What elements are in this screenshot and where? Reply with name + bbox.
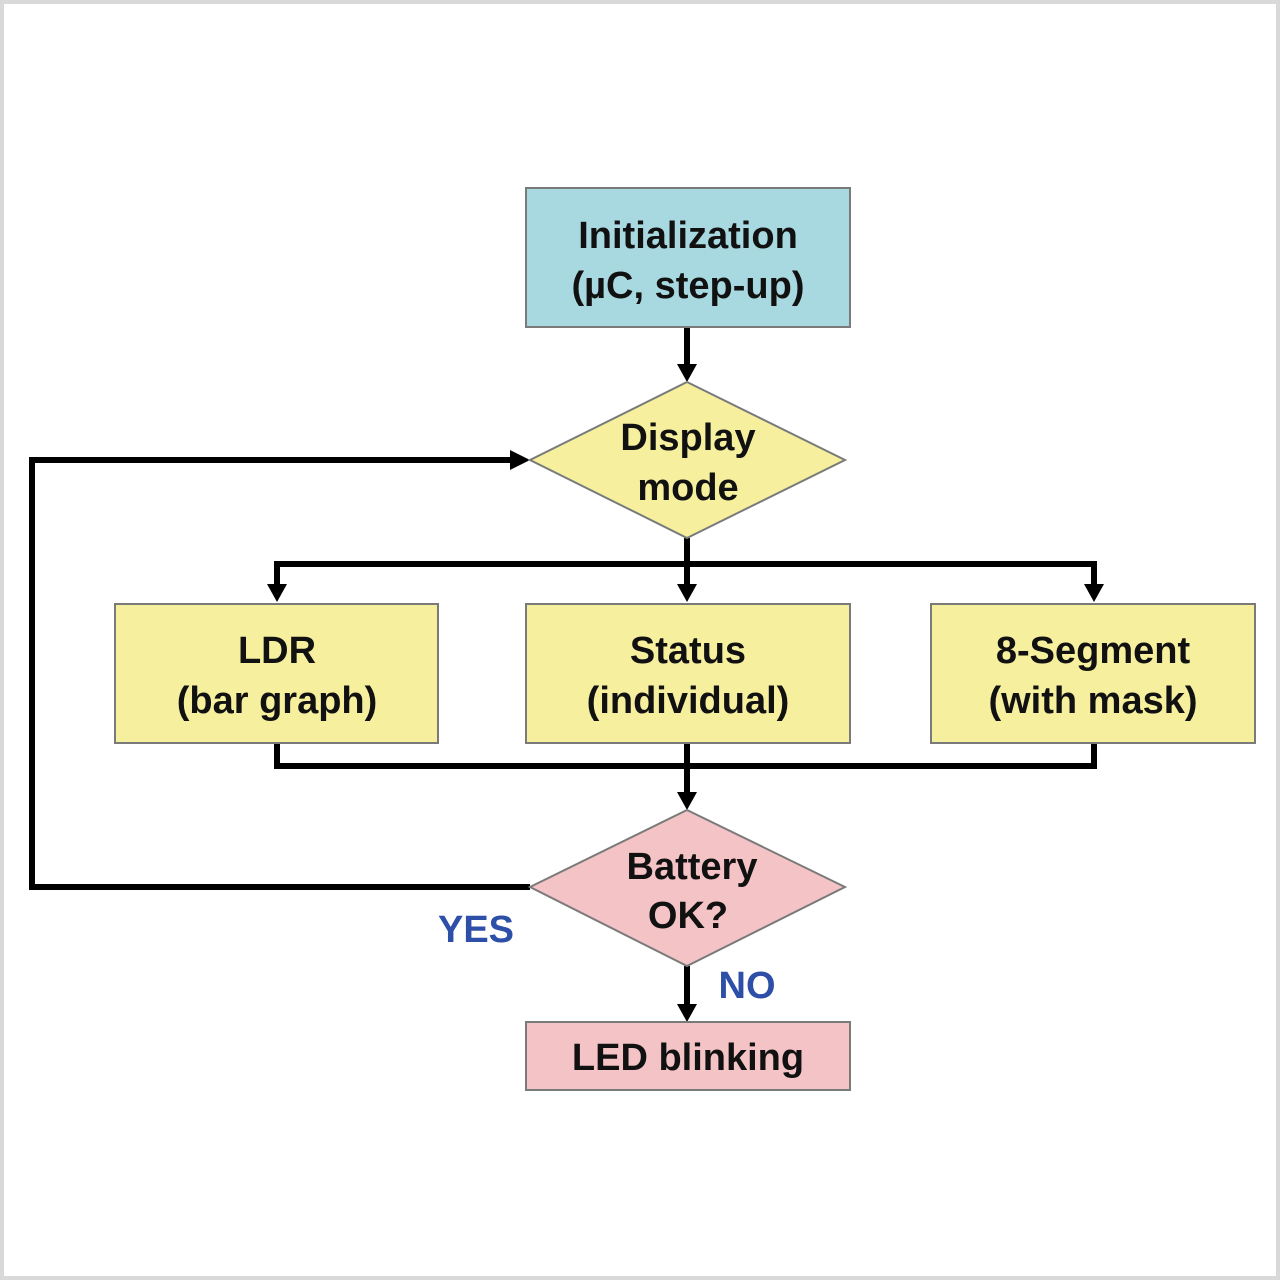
segment-subtitle: (with mask) [988, 680, 1197, 722]
display-mode-line1: Display [620, 417, 755, 459]
yes-label: YES [438, 909, 514, 951]
edge-display-mode-branches [267, 538, 1104, 602]
battery-node: Battery OK? [527, 808, 848, 968]
status-node: Status (individual) [525, 603, 851, 744]
edge-battery-yes-loop [29, 450, 530, 890]
battery-line2: OK? [648, 895, 728, 937]
edge-init-to-display-mode [677, 328, 697, 382]
ldr-node: LDR (bar graph) [114, 603, 439, 744]
display-mode-node: Display mode [527, 380, 848, 540]
no-label: NO [719, 965, 776, 1007]
edge-branches-to-battery [274, 743, 1097, 810]
battery-line1: Battery [627, 846, 758, 888]
segment-title: 8-Segment [996, 630, 1191, 672]
led-blinking-label: LED blinking [572, 1037, 804, 1079]
initialization-title: Initialization [578, 215, 798, 257]
led-blinking-node: LED blinking [525, 1021, 851, 1091]
edge-battery-no [677, 966, 697, 1022]
display-mode-line2: mode [637, 467, 738, 509]
ldr-title: LDR [238, 630, 316, 672]
segment-node: 8-Segment (with mask) [930, 603, 1256, 744]
status-subtitle: (individual) [587, 680, 790, 722]
status-title: Status [630, 630, 746, 672]
ldr-subtitle: (bar graph) [177, 680, 378, 722]
initialization-subtitle: (µC, step-up) [572, 265, 805, 307]
initialization-node: Initialization (µC, step-up) [525, 187, 851, 328]
